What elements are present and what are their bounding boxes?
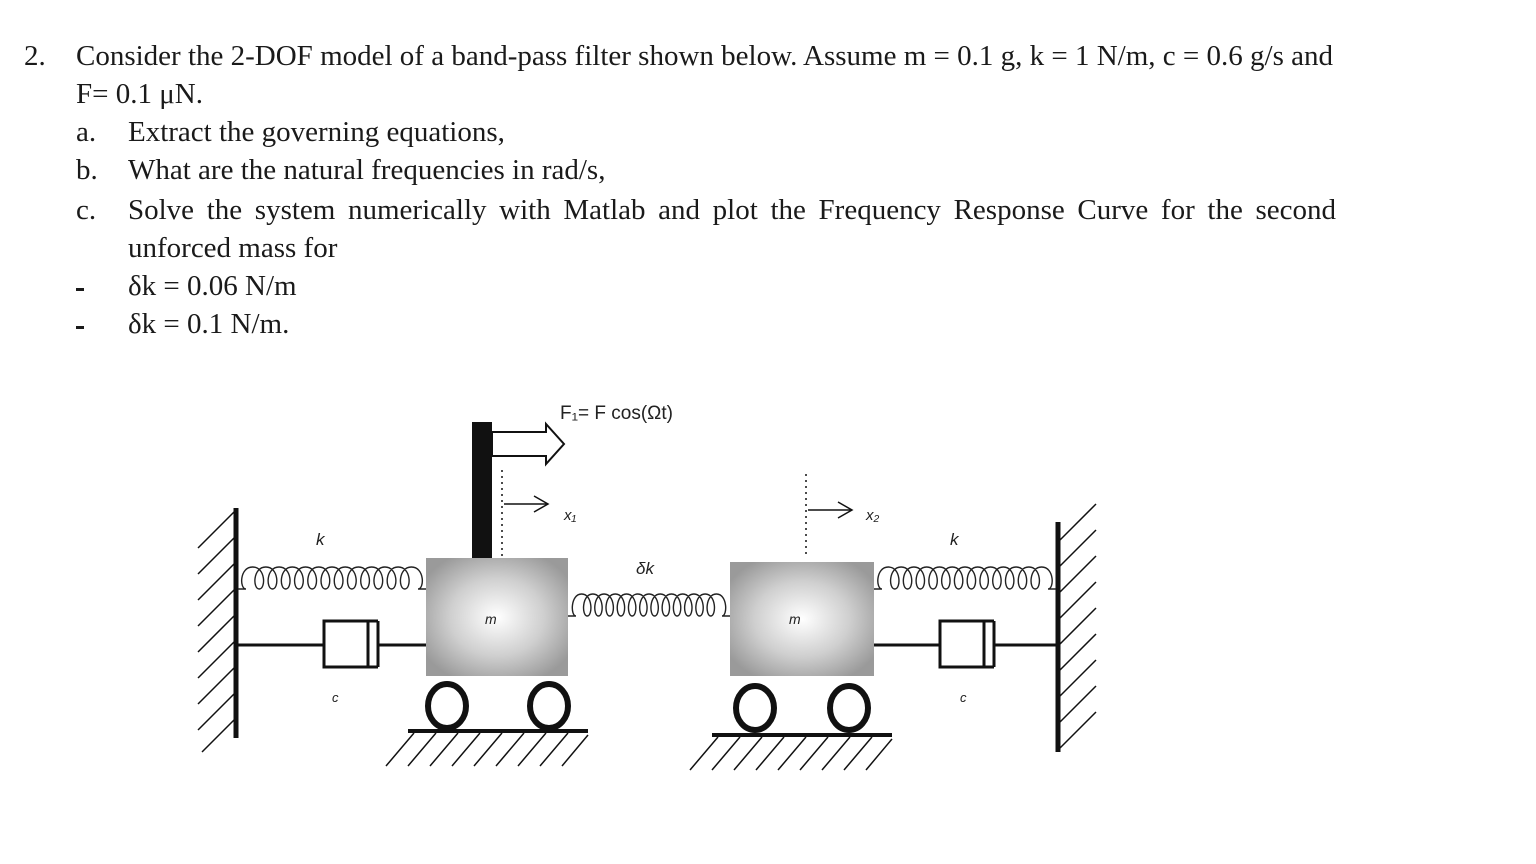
case-2-text: δk = 0.1 N/m.	[128, 308, 290, 340]
part-c-text: Solve the system numerically with Matlab…	[128, 194, 1336, 226]
left-damper	[238, 619, 426, 669]
x1-label: x₁	[563, 507, 577, 524]
ground-2	[689, 733, 893, 771]
left-wall	[197, 508, 239, 753]
left-damper-label: c	[332, 690, 339, 705]
force-label: F₁= F cos(Ωt)	[560, 403, 673, 424]
case-2-bullet	[76, 326, 84, 329]
part-b-label: b.	[76, 154, 98, 186]
mass-2-wheels	[733, 683, 871, 733]
part-a-label: a.	[76, 116, 97, 148]
right-damper	[874, 619, 1056, 669]
problem-statement-line2: F= 0.1 μN.	[76, 78, 203, 110]
mass-1	[426, 558, 568, 676]
coupling-spring-label: δk	[636, 559, 655, 578]
mass-1-label: m	[485, 611, 497, 627]
coupling-spring	[568, 593, 730, 617]
left-spring-label: k	[316, 530, 326, 549]
force-arrow-icon	[491, 421, 566, 467]
problem-number: 2.	[24, 40, 46, 72]
mass-2-label: m	[789, 611, 801, 627]
right-wall	[1055, 503, 1097, 752]
mass-1-wheels	[425, 681, 571, 731]
part-c-label: c.	[76, 194, 97, 226]
part-c-text-line2: unforced mass for	[128, 232, 338, 264]
right-damper-label: c	[960, 690, 967, 705]
problem-statement-line1: Consider the 2-DOF model of a band-pass …	[76, 40, 1333, 72]
left-spring	[238, 566, 426, 590]
ground-1	[385, 729, 589, 767]
case-1-text: δk = 0.06 N/m	[128, 270, 297, 302]
force-post	[472, 422, 492, 558]
right-spring-label: k	[950, 530, 960, 549]
x2-arrow-icon	[808, 501, 854, 519]
part-b-text: What are the natural frequencies in rad/…	[128, 154, 606, 186]
mass-2	[730, 562, 874, 676]
x1-arrow-icon	[504, 495, 550, 513]
case-1-bullet	[76, 288, 84, 291]
right-spring	[874, 566, 1056, 590]
part-a-text: Extract the governing equations,	[128, 116, 505, 148]
x2-label: x₂	[865, 507, 880, 524]
